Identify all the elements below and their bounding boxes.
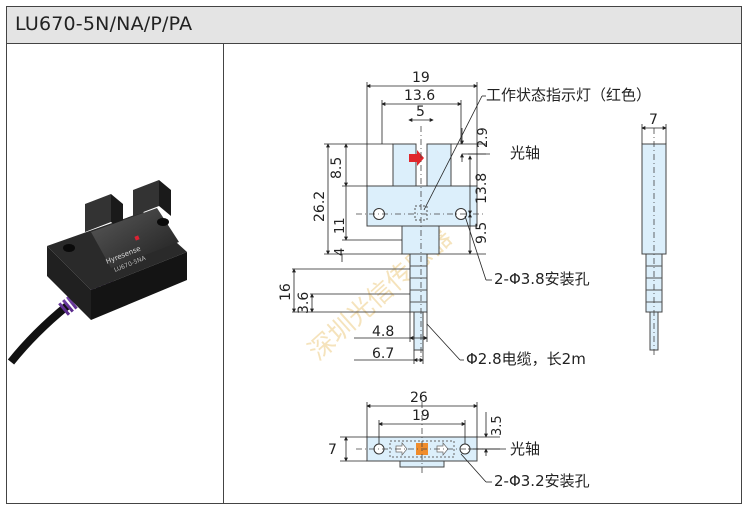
dim-lamp-offset: 2.9	[476, 127, 491, 148]
dim-bottom-edge: 3.5	[490, 415, 505, 436]
indicator-lamp-icon	[409, 150, 424, 166]
dim-slot-depth: 8.5	[329, 157, 345, 179]
product-photo: Hyresense LU670-5NA	[7, 180, 187, 365]
dim-cable-16: 16	[278, 283, 294, 301]
cable-black	[7, 302, 70, 365]
spec-sheet-frame: LU670-5N/NA/P/PA	[6, 6, 742, 504]
dim-cable-3-6: 3.6	[296, 292, 312, 314]
dim-slot-outer: 13.6	[404, 88, 435, 104]
dim-slot-5: 5	[416, 104, 425, 120]
label-optical-axis: 光轴	[510, 144, 540, 162]
dim-bottom-height: 7	[328, 442, 337, 458]
dim-cable-offset: 6.7	[372, 346, 394, 362]
label-cable: Φ2.8电缆，长2m	[466, 350, 586, 368]
dim-hole-lower: 4	[333, 248, 348, 256]
dim-width-19: 19	[412, 70, 430, 86]
dim-hole-to-bottom: 9.5	[474, 222, 490, 244]
product-photo-cell: Hyresense LU670-5NA	[7, 44, 224, 503]
title-bar: LU670-5N/NA/P/PA	[7, 7, 741, 44]
dimension-drawing: 深圳光信传感器	[278, 70, 667, 490]
label-bottom-axis: 光轴	[510, 440, 540, 458]
dimension-drawing-cell: 深圳光信传感器	[224, 44, 741, 503]
dim-body-11: 11	[333, 217, 348, 234]
dim-axis-to-hole: 13.8	[474, 173, 490, 204]
dim-bottom-total: 26	[410, 390, 428, 406]
label-indicator-lamp: 工作状态指示灯（红色）	[486, 86, 651, 104]
dim-bottom-holes: 19	[412, 408, 430, 424]
label-bottom-holes: 2-Φ3.2安装孔	[494, 472, 590, 490]
front-view	[366, 143, 478, 351]
dim-cable-width: 4.8	[372, 324, 394, 340]
dim-total-height: 26.2	[312, 191, 328, 222]
model-title: LU670-5N/NA/P/PA	[15, 13, 193, 35]
dim-side-thickness: 7	[649, 112, 658, 128]
label-mounting-holes: 2-Φ3.8安装孔	[494, 270, 590, 288]
